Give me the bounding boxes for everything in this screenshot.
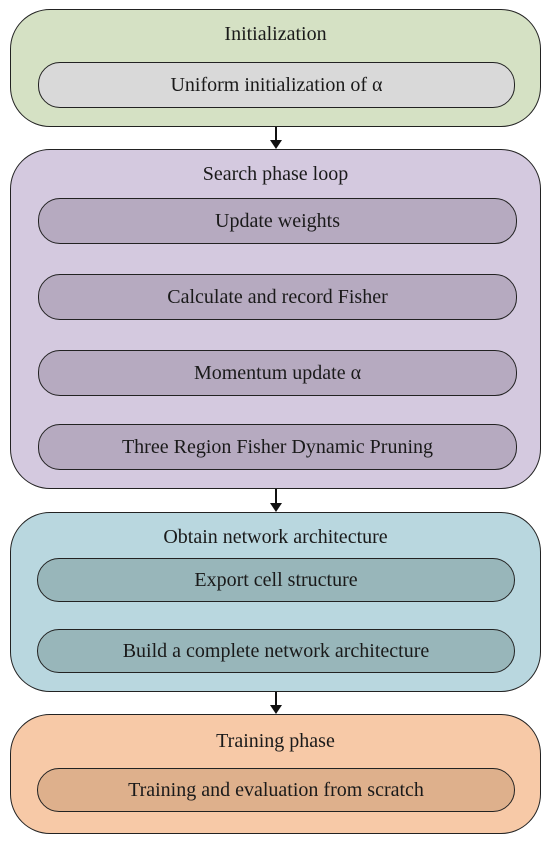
arrow-2 [266,489,286,512]
group-obtain-network-architecture: Obtain network architecture Export cell … [10,512,541,692]
step-three-region-fisher-pruning: Three Region Fisher Dynamic Pruning [38,424,517,470]
step-calculate-record-fisher: Calculate and record Fisher [38,274,517,320]
step-update-weights: Update weights [38,198,517,244]
arrow-1 [266,127,286,149]
step-momentum-update: Momentum update α [38,350,517,396]
group-initialization: Initialization Uniform initialization of… [10,9,541,127]
group-title-obtain-network-architecture: Obtain network architecture [163,526,388,548]
step-training-evaluation: Training and evaluation from scratch [37,768,515,812]
arrow-3 [266,692,286,714]
step-build-network-architecture: Build a complete network architecture [37,629,515,673]
group-search-phase-loop: Search phase loop Update weights Calcula… [10,149,541,489]
group-title-training-phase: Training phase [216,730,335,752]
group-title-search-phase-loop: Search phase loop [202,163,349,185]
step-export-cell-structure: Export cell structure [37,558,515,602]
group-title-initialization: Initialization [224,23,327,45]
group-training-phase: Training phase Training and evaluation f… [10,714,541,834]
step-uniform-initialization: Uniform initialization of α [38,62,515,108]
